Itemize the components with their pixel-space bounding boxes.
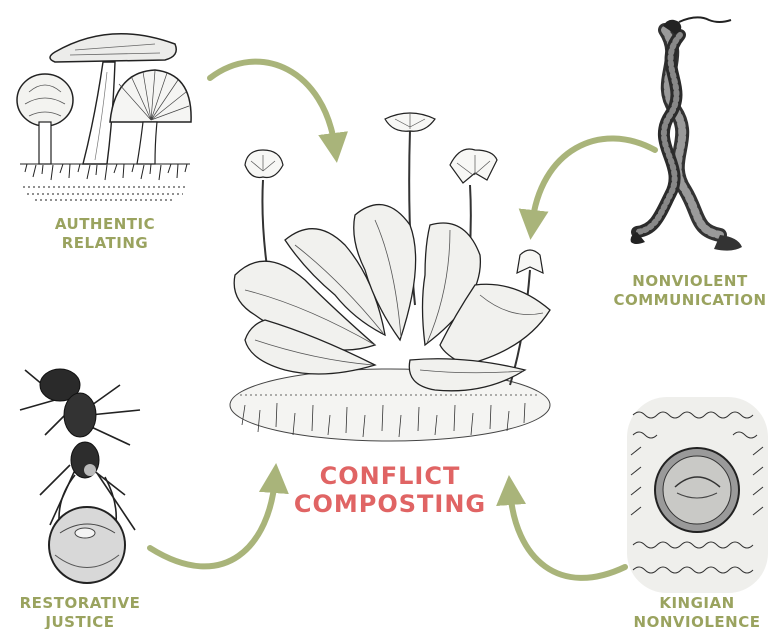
arrow-kingian-to-center (510, 490, 625, 578)
label-authentic-relating-line2: RELATING (40, 234, 170, 253)
label-nonviolent-communication-line2: COMMUNICATION (605, 291, 775, 310)
dandelion-plant (225, 105, 560, 450)
ant-with-seed-icon (15, 355, 155, 590)
label-authentic-relating: AUTHENTIC RELATING (40, 215, 170, 253)
label-kingian-nonviolence: KINGIAN NONVIOLENCE (622, 594, 772, 629)
acorn-in-moss-icon (625, 395, 770, 595)
label-restorative-justice-line2: JUSTICE (10, 613, 150, 629)
label-conflict-composting-line1: CONFLICT (255, 462, 525, 490)
twisted-serpents-icon (625, 10, 750, 260)
label-restorative-justice: RESTORATIVE JUSTICE (10, 594, 150, 629)
label-kingian-nonviolence-line1: KINGIAN (622, 594, 772, 613)
label-conflict-composting: CONFLICT COMPOSTING (255, 462, 525, 518)
label-authentic-relating-line1: AUTHENTIC (40, 215, 170, 234)
label-nonviolent-communication-line1: NONVIOLENT (605, 272, 775, 291)
label-nonviolent-communication: NONVIOLENT COMMUNICATION (605, 272, 775, 310)
label-restorative-justice-line1: RESTORATIVE (10, 594, 150, 613)
label-conflict-composting-line2: COMPOSTING (255, 490, 525, 518)
label-kingian-nonviolence-line2: NONVIOLENCE (622, 613, 772, 629)
mushroom-icon (15, 22, 195, 207)
